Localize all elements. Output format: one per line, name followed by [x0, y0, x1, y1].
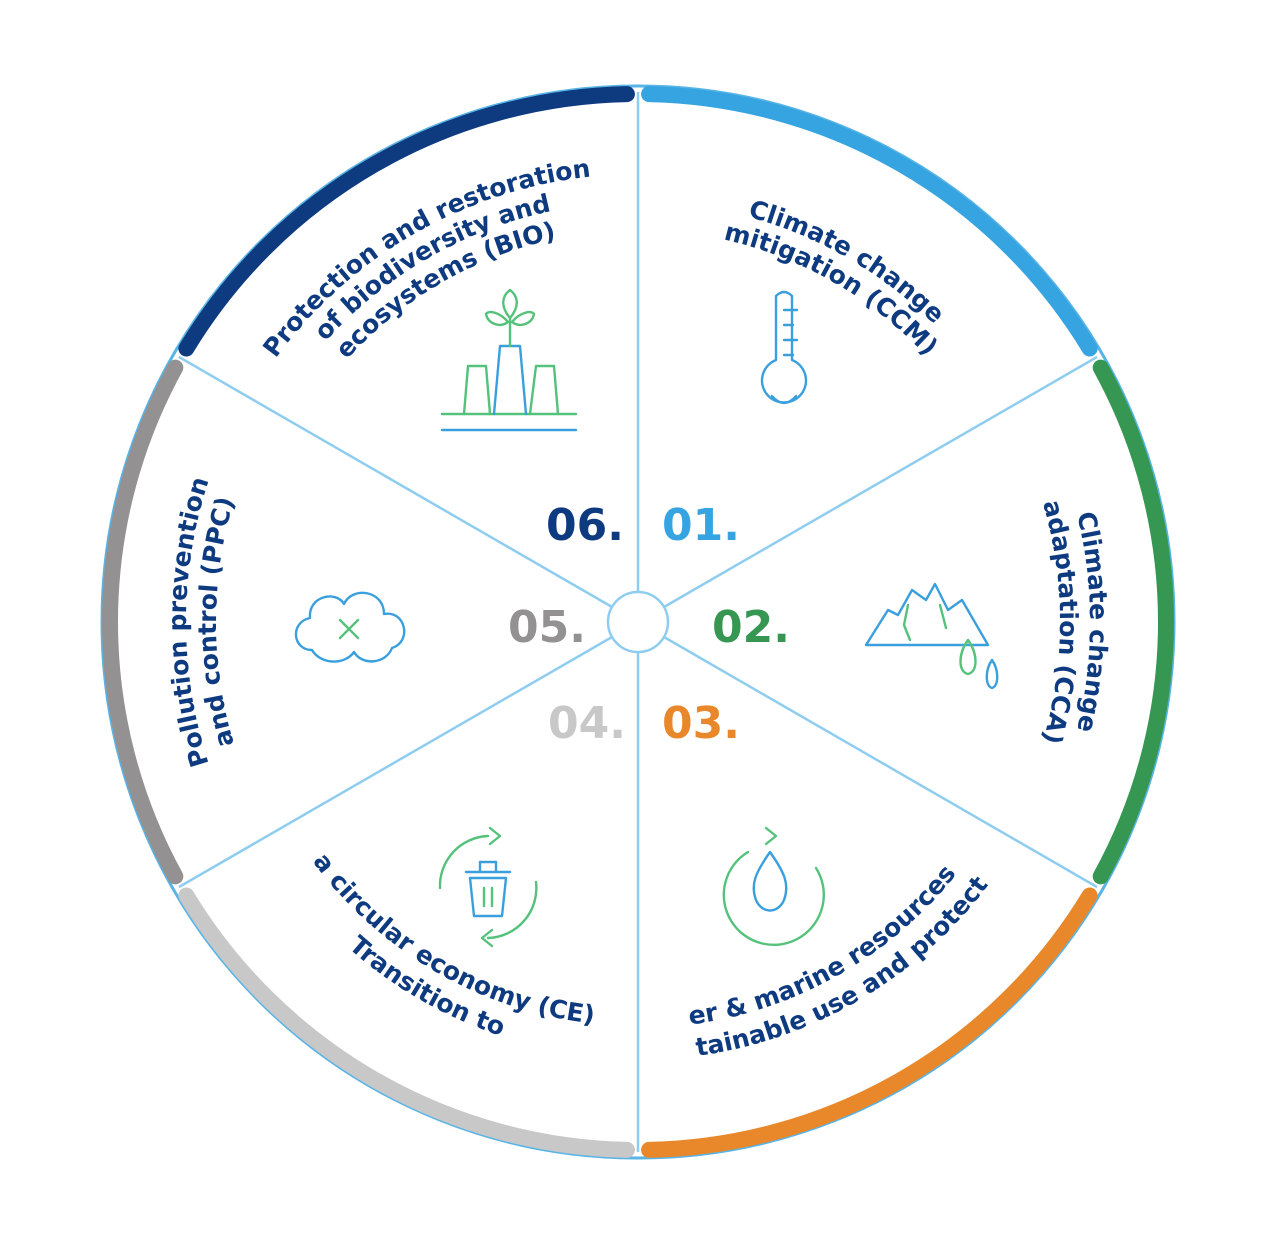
polluted-cloud-icon — [294, 591, 406, 663]
segment-number: 02. — [712, 602, 790, 653]
segment-arc-cca — [1092, 359, 1174, 885]
segment-arc-bio — [178, 86, 635, 357]
center-hub — [606, 590, 670, 654]
segment-number: 04. — [548, 698, 626, 749]
biodiversity-plant-icon — [440, 288, 578, 432]
divider-line — [178, 355, 613, 609]
outer-arcs — [102, 86, 1174, 1158]
segment-arc-ccm — [641, 86, 1098, 357]
melting-glacier-icon — [864, 582, 999, 690]
segment-arc-ppc — [102, 359, 184, 885]
segment-arc-ce — [178, 887, 635, 1158]
segment-number: 03. — [662, 698, 740, 749]
segment-number: 05. — [508, 602, 586, 653]
recycle-bin-icon — [438, 826, 538, 948]
divider-line — [663, 635, 1098, 889]
segment-dividers — [178, 92, 1098, 1152]
divider-line — [663, 355, 1098, 609]
segment-number: 01. — [662, 500, 740, 551]
segment-number: 06. — [546, 500, 624, 551]
segment-arc-wtr — [641, 887, 1098, 1158]
thermometer-icon — [760, 290, 808, 405]
divider-line — [178, 635, 613, 889]
water-cycle-icon — [722, 826, 826, 946]
